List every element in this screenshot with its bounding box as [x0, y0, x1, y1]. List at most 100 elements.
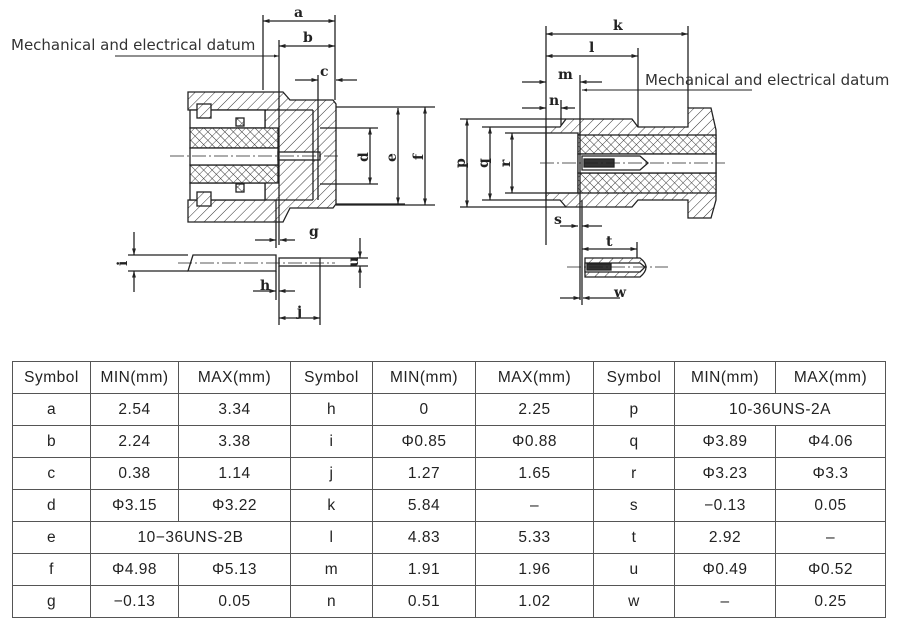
left-pin — [178, 254, 335, 272]
dim-label-k: k — [613, 18, 623, 34]
max-value-cell: Φ0.88 — [475, 425, 594, 458]
max-value-cell: Φ3.22 — [178, 489, 291, 522]
symbol-cell: f — [12, 553, 91, 586]
max-value-cell: 0.25 — [775, 585, 886, 618]
header-cell: MIN(mm) — [674, 361, 776, 394]
min-value-cell: 2.54 — [90, 393, 179, 426]
dim-label-j: j — [295, 304, 302, 320]
min-value-cell: Φ3.15 — [90, 489, 179, 522]
min-value-cell: 0 — [372, 393, 476, 426]
symbol-cell: t — [593, 521, 675, 554]
dimension-spec-table: Symbol MIN(mm) MAX(mm) Symbol MIN(mm) MA… — [12, 361, 886, 618]
dim-label-w: w — [613, 285, 627, 301]
max-value-cell: Φ4.06 — [775, 425, 886, 458]
table-header-row: Symbol MIN(mm) MAX(mm) Symbol MIN(mm) MA… — [12, 361, 886, 394]
max-value-cell: Φ0.52 — [775, 553, 886, 586]
min-value-cell: Φ4.98 — [90, 553, 179, 586]
header-cell: MIN(mm) — [90, 361, 179, 394]
max-value-cell: 3.38 — [178, 425, 291, 458]
max-value-cell: Φ5.13 — [178, 553, 291, 586]
symbol-cell: s — [593, 489, 675, 522]
symbol-cell: w — [593, 585, 675, 618]
right-socket-contact — [567, 257, 668, 278]
min-value-cell: 5.84 — [372, 489, 476, 522]
dim-label-u: u — [346, 257, 362, 267]
header-cell: Symbol — [593, 361, 675, 394]
dim-label-s: s — [554, 212, 562, 228]
min-value-cell: – — [674, 585, 776, 618]
max-value-cell: 1.65 — [475, 457, 594, 490]
symbol-cell: a — [12, 393, 91, 426]
max-value-cell: 3.34 — [178, 393, 291, 426]
max-value-cell: 2.25 — [475, 393, 594, 426]
symbol-cell: q — [593, 425, 675, 458]
symbol-cell: i — [290, 425, 373, 458]
left-connector-body — [170, 91, 340, 223]
symbol-cell: n — [290, 585, 373, 618]
max-value-cell: – — [775, 521, 886, 554]
datum-label-right: Mechanical and electrical datum — [645, 71, 889, 89]
min-value-cell: 2.92 — [674, 521, 776, 554]
symbol-cell: c — [12, 457, 91, 490]
min-value-cell: 2.24 — [90, 425, 179, 458]
dim-label-a: a — [294, 5, 303, 21]
dim-label-f: f — [411, 153, 427, 160]
dim-label-c: c — [320, 64, 329, 80]
max-value-cell: 5.33 — [475, 521, 594, 554]
symbol-cell: b — [12, 425, 91, 458]
right-connector-body — [540, 107, 725, 219]
symbol-cell: p — [593, 393, 675, 426]
max-value-cell: 1.02 — [475, 585, 594, 618]
dim-label-m: m — [558, 67, 573, 83]
min-value-cell: Φ3.89 — [674, 425, 776, 458]
min-value-cell: Φ3.23 — [674, 457, 776, 490]
thread-spec-cell: 10-36UNS-2A — [674, 393, 886, 426]
min-value-cell: Φ0.49 — [674, 553, 776, 586]
dim-label-e: e — [384, 153, 400, 162]
header-cell: MAX(mm) — [178, 361, 291, 394]
max-value-cell: 0.05 — [178, 585, 291, 618]
max-value-cell: 0.05 — [775, 489, 886, 522]
dim-label-p: p — [453, 158, 469, 168]
header-cell: MAX(mm) — [775, 361, 886, 394]
symbol-cell: g — [12, 585, 91, 618]
symbol-cell: u — [593, 553, 675, 586]
dim-label-n: n — [549, 93, 559, 109]
dim-label-t: t — [606, 234, 613, 250]
min-value-cell: 1.91 — [372, 553, 476, 586]
symbol-cell: h — [290, 393, 373, 426]
dim-label-q: q — [476, 158, 492, 168]
symbol-cell: k — [290, 489, 373, 522]
dim-label-g: g — [309, 224, 319, 240]
max-value-cell: – — [475, 489, 594, 522]
connector-dimension-drawing: Mechanical and electrical datum Mechanic… — [11, 5, 889, 325]
dim-label-i: i — [115, 261, 131, 266]
datum-label-left: Mechanical and electrical datum — [11, 36, 255, 54]
min-value-cell: Φ0.85 — [372, 425, 476, 458]
dim-label-d: d — [356, 152, 372, 162]
max-value-cell: 1.96 — [475, 553, 594, 586]
dim-label-b: b — [303, 30, 313, 46]
thread-spec-cell: 10−36UNS-2B — [90, 521, 291, 554]
symbol-cell: e — [12, 521, 91, 554]
dim-label-r: r — [498, 159, 514, 167]
dim-label-l: l — [589, 40, 594, 56]
max-value-cell: 1.14 — [178, 457, 291, 490]
dim-label-h: h — [260, 278, 270, 294]
header-cell: Symbol — [290, 361, 373, 394]
min-value-cell: 0.51 — [372, 585, 476, 618]
min-value-cell: −0.13 — [90, 585, 179, 618]
symbol-cell: d — [12, 489, 91, 522]
symbol-cell: m — [290, 553, 373, 586]
symbol-cell: j — [290, 457, 373, 490]
min-value-cell: 0.38 — [90, 457, 179, 490]
header-cell: Symbol — [12, 361, 91, 394]
max-value-cell: Φ3.3 — [775, 457, 886, 490]
